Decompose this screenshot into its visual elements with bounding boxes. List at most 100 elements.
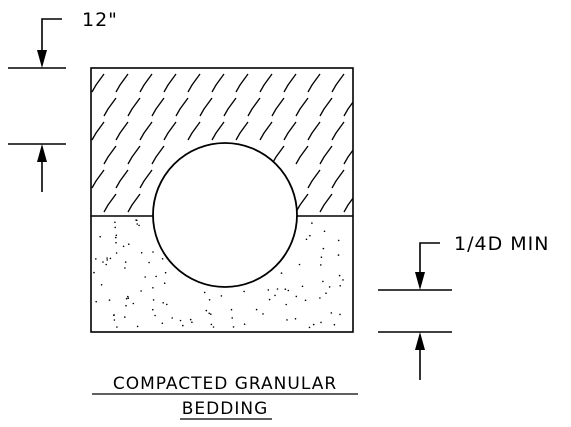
stipple-dot <box>323 230 326 233</box>
stipple-dot <box>298 263 301 266</box>
hatch-mark <box>163 73 177 93</box>
stipple-dot <box>179 319 182 322</box>
hatch-mark <box>115 169 129 189</box>
hatch-mark <box>331 121 345 141</box>
stipple-dot <box>286 319 288 321</box>
stipple-dot <box>311 222 313 224</box>
hatch-mark <box>91 169 105 189</box>
hatch-mark <box>247 97 261 117</box>
stipple-dot <box>109 257 112 260</box>
hatch-mark <box>103 193 117 213</box>
stipple-dot <box>132 302 135 305</box>
hatch-mark <box>139 169 153 189</box>
stipple-dot <box>267 289 270 291</box>
stipple-dot <box>100 284 103 286</box>
caption-line-1: COMPACTED GRANULAR <box>113 374 337 394</box>
stipple-dot <box>124 316 126 318</box>
stipple-dot <box>276 288 279 290</box>
stipple-dot <box>171 317 173 319</box>
hatch-mark <box>259 121 273 141</box>
hatch-mark <box>307 73 321 93</box>
stipple-dot <box>113 314 115 317</box>
stipple-dot <box>230 308 233 311</box>
hatch-mark <box>187 121 201 141</box>
hatch-mark <box>151 145 165 165</box>
stipple-dot <box>305 238 308 241</box>
stipple-dot <box>136 223 138 225</box>
stipple-dot <box>205 309 208 312</box>
hatch-mark <box>259 73 273 93</box>
bedding-stipple <box>93 219 344 329</box>
stipple-dot <box>138 224 140 227</box>
hatch-mark <box>151 97 165 117</box>
stipple-dot <box>280 272 283 274</box>
stipple-dot <box>210 323 213 326</box>
stipple-dot <box>232 326 235 328</box>
stipple-dot <box>295 295 298 298</box>
stipple-dot <box>262 313 264 315</box>
stipple-dot <box>312 323 315 326</box>
hatch-mark <box>103 97 117 117</box>
stipple-dot <box>128 243 130 245</box>
hatch-mark <box>199 97 213 117</box>
stipple-dot <box>320 256 323 259</box>
hatch-mark <box>343 149 353 165</box>
stipple-dot <box>155 275 157 278</box>
stipple-dot <box>268 298 271 301</box>
stipple-dot <box>115 234 118 237</box>
stipple-dot <box>125 304 127 307</box>
stipple-dot <box>106 257 108 259</box>
hatch-mark <box>223 97 237 117</box>
stipple-dot <box>162 302 164 304</box>
stipple-dot <box>144 276 146 278</box>
stipple-dot <box>220 295 223 297</box>
stipple-dot <box>113 319 116 321</box>
stipple-dot <box>115 241 117 244</box>
hatch-mark <box>175 97 189 117</box>
stipple-dot <box>95 258 97 260</box>
stipple-dot <box>203 291 206 294</box>
stipple-dot <box>319 297 321 299</box>
hatch-mark <box>127 145 141 165</box>
stipple-dot <box>191 321 193 324</box>
hatch-mark <box>295 193 309 213</box>
stipple-dot <box>320 321 322 324</box>
hatch-mark <box>211 121 225 141</box>
stipple-dot <box>182 324 184 327</box>
stipple-dot <box>320 264 322 266</box>
hatch-mark <box>139 73 153 93</box>
stipple-dot <box>322 247 325 250</box>
stipple-dot <box>166 303 168 306</box>
hatch-mark <box>283 121 297 141</box>
stipple-dot <box>105 263 107 266</box>
stipple-dot <box>152 308 154 311</box>
hatch-mark <box>271 97 285 117</box>
stipple-dot <box>127 295 129 298</box>
hatch-mark <box>127 193 141 213</box>
hatch-mark <box>343 197 353 213</box>
hatch-mark <box>319 97 333 117</box>
stipple-dot <box>231 317 233 319</box>
stipple-dot <box>333 323 336 326</box>
hatch-mark <box>235 73 249 93</box>
stipple-dot <box>308 326 311 329</box>
hatch-mark <box>295 145 309 165</box>
stipple-dot <box>114 226 116 229</box>
stipple-dot <box>124 267 126 269</box>
stipple-dot <box>322 280 324 283</box>
hatch-mark <box>211 73 225 93</box>
hatch-mark <box>91 121 105 141</box>
stipple-dot <box>255 308 258 311</box>
stipple-dot <box>243 290 245 293</box>
stipple-dot <box>285 303 288 306</box>
hatch-mark <box>115 121 129 141</box>
stipple-dot <box>189 318 192 321</box>
stipple-dot <box>124 261 127 263</box>
stipple-dot <box>337 254 340 256</box>
stipple-dot <box>309 234 311 237</box>
backfill-hatch <box>91 73 353 213</box>
hatch-mark <box>343 101 353 117</box>
stipple-dot <box>339 313 341 316</box>
hatch-mark <box>331 169 345 189</box>
stipple-dot <box>122 245 125 248</box>
